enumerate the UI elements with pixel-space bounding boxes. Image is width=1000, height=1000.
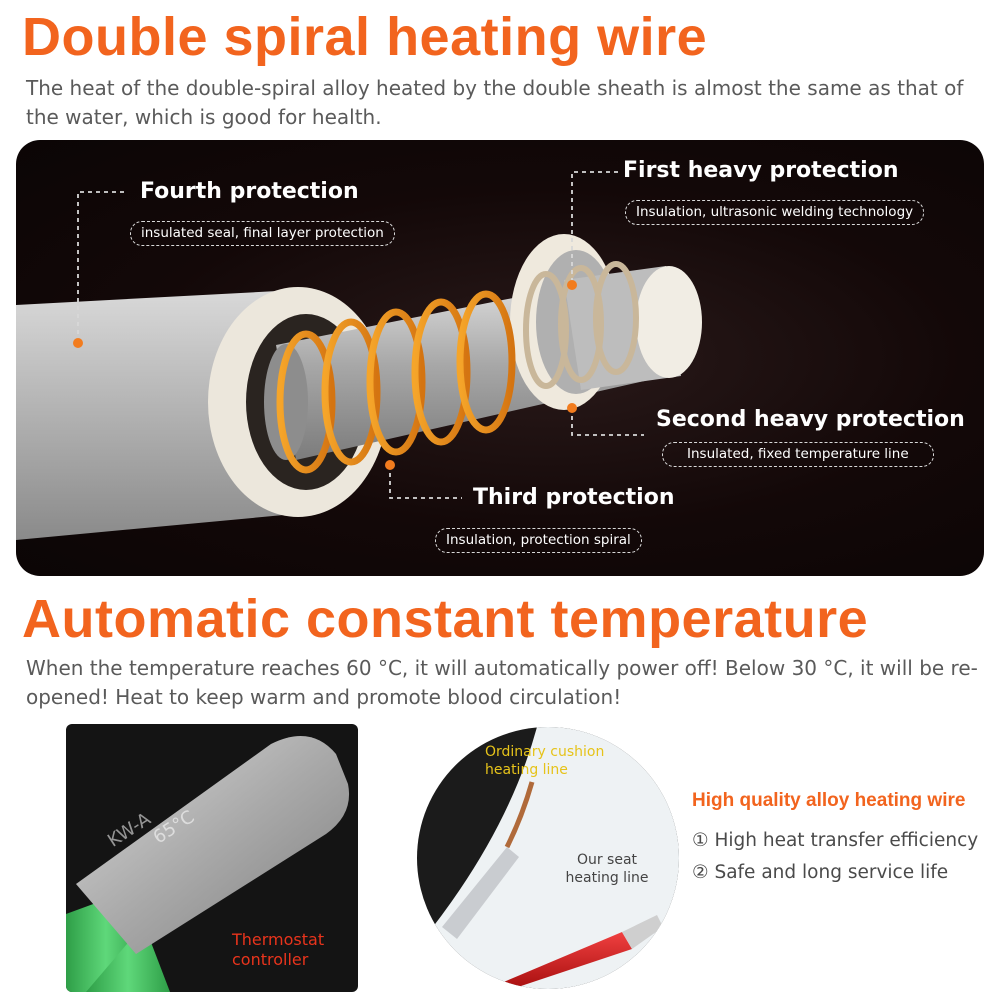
callout-dots — [73, 280, 577, 470]
third-protection-sub: Insulation, protection spiral — [435, 528, 642, 553]
heating-wire-illustration — [16, 171, 702, 540]
first-protection-sub: Insulation, ultrasonic welding technolog… — [625, 200, 925, 225]
section-title-constant-temperature: Automatic constant temperature — [22, 589, 869, 649]
thermostat-label: Thermostat controller — [232, 930, 325, 969]
section-description-double-spiral: The heat of the double-spiral alloy heat… — [26, 76, 964, 129]
fourth-protection-title: Fourth protection — [140, 179, 359, 204]
thermostat-image: KW-A 65°C Thermostat controller — [66, 724, 358, 992]
section-title-double-spiral: Double spiral heating wire — [22, 7, 708, 67]
callout-lines — [77, 171, 644, 499]
feature-item-1: ① High heat transfer efficiency — [692, 830, 979, 851]
section-description-constant-temperature: When the temperature reaches 60 °C, it w… — [26, 656, 978, 709]
thermostat-illustration — [66, 736, 350, 992]
fourth-protection-sub: insulated seal, final layer protection — [130, 221, 395, 246]
second-protection-title: Second heavy protection — [656, 407, 965, 432]
first-protection-title: First heavy protection — [623, 158, 899, 183]
ordinary-wire — [442, 847, 519, 939]
ordinary-line-label: Ordinary cushion heating line — [485, 744, 605, 778]
main-spiral — [276, 290, 516, 474]
our-line-label: Our seat heating line — [565, 852, 649, 886]
heating-line-comparison-circle: Ordinary cushion heating line Our seat h… — [417, 727, 679, 989]
feature-item-2: ② Safe and long service life — [692, 862, 949, 883]
thermostat-plate — [76, 736, 350, 954]
feature-title: High quality alloy heating wire — [692, 790, 966, 811]
comparison-illustration — [417, 727, 679, 989]
heating-wire-cross-section-panel: Fourth protection insulated seal, final … — [16, 140, 984, 576]
secondary-spiral — [523, 261, 639, 389]
our-wire — [487, 932, 632, 989]
third-protection-title: Third protection — [473, 485, 675, 510]
second-protection-sub: Insulated, fixed temperature line — [662, 442, 934, 467]
inner-core-end — [636, 266, 702, 378]
